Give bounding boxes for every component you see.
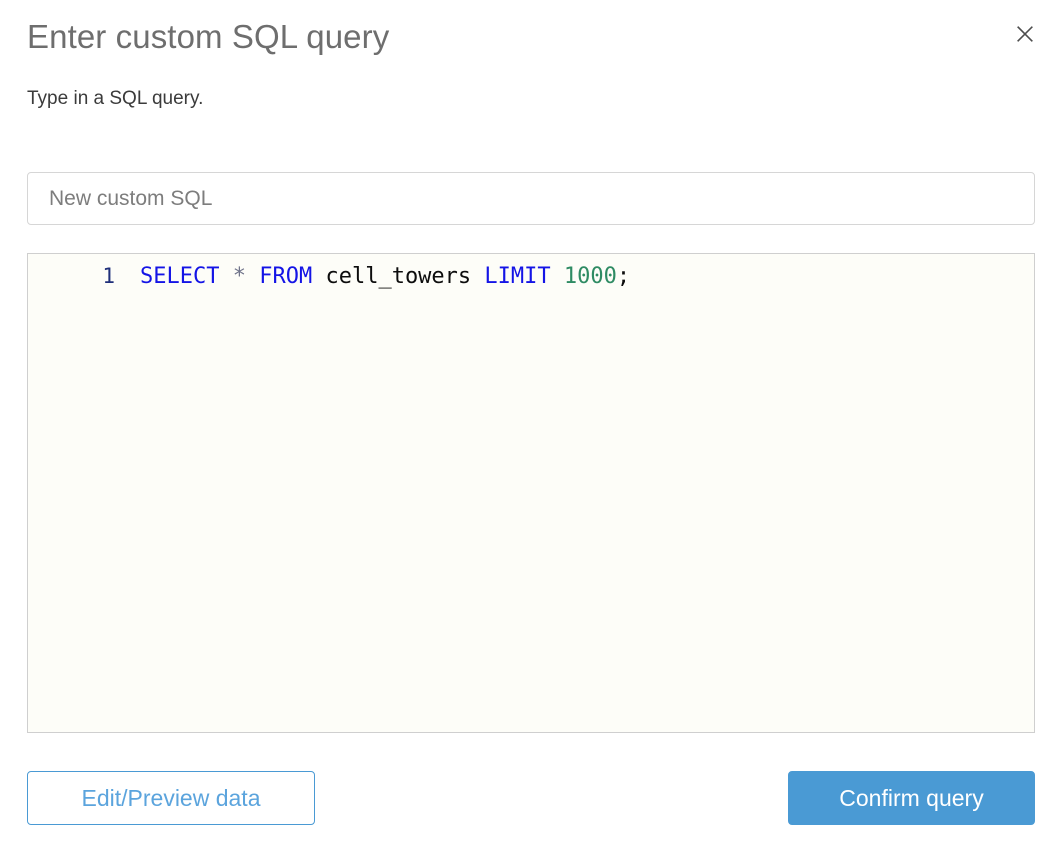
sql-token-number: 1000 [563, 264, 617, 289]
query-name-input[interactable] [27, 172, 1035, 225]
sql-space-3 [312, 264, 325, 289]
sql-editor[interactable]: 1 SELECT * FROM cell_towers LIMIT 1000; [27, 253, 1035, 733]
sql-token-semicolon: ; [616, 264, 631, 289]
close-button[interactable] [1009, 18, 1041, 50]
line-number: 1 [102, 264, 115, 288]
code-content: SELECT * FROM cell_towers LIMIT 1000; [115, 265, 1034, 288]
confirm-query-button[interactable]: Confirm query [788, 771, 1035, 825]
page-title: Enter custom SQL query [27, 18, 390, 55]
sql-token-star: * [232, 264, 246, 289]
sql-token-limit: LIMIT [484, 264, 551, 289]
dialog-subtitle: Type in a SQL query. [27, 88, 204, 109]
sql-token-select: SELECT [140, 264, 220, 289]
close-icon [1015, 24, 1035, 44]
edit-preview-data-button[interactable]: Edit/Preview data [27, 771, 315, 825]
sql-space-5 [551, 264, 564, 289]
sql-space-4 [471, 264, 484, 289]
sql-token-from: FROM [259, 264, 313, 289]
sql-token-table: cell_towers [325, 264, 472, 289]
sql-space-2 [246, 264, 259, 289]
sql-space-1 [219, 264, 232, 289]
editor-line: 1 SELECT * FROM cell_towers LIMIT 1000; [28, 254, 1034, 289]
